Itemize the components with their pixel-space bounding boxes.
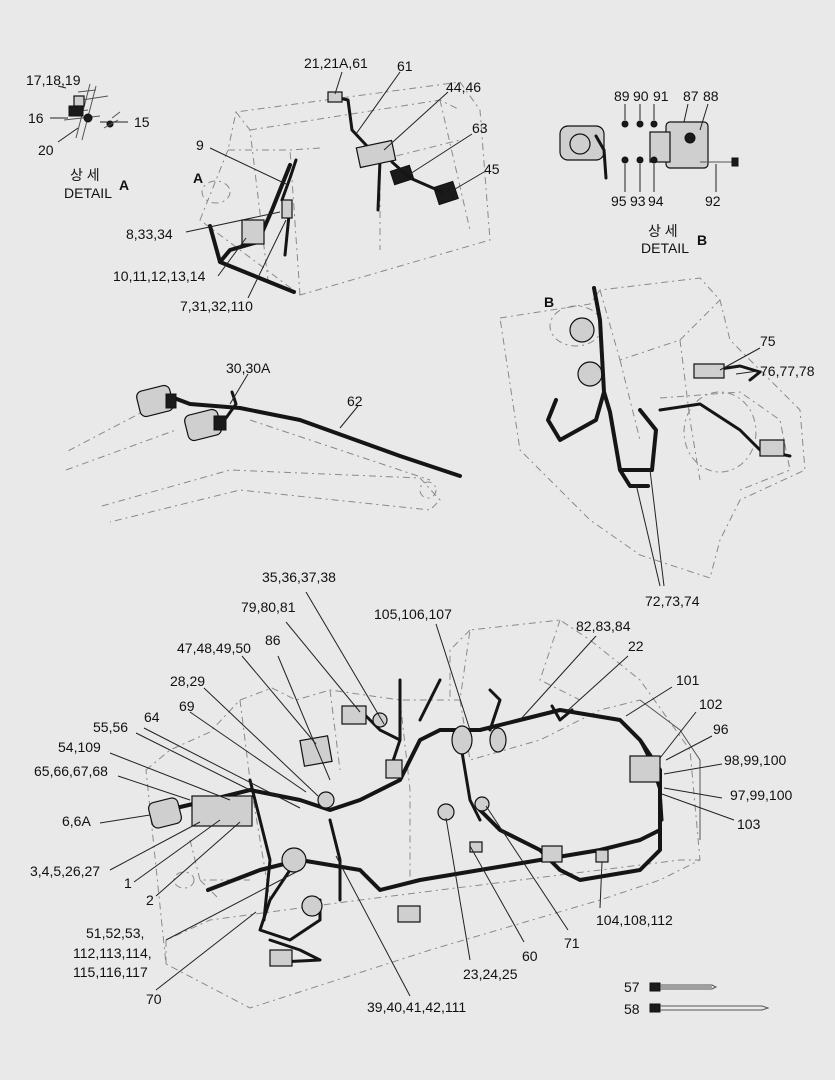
callout-55-56: 55,56 (93, 719, 128, 735)
detail-a-marker: A (193, 170, 203, 186)
callout-6-6a: 6,6A (62, 813, 91, 829)
callout-86: 86 (265, 632, 281, 648)
callout-51-53: 51,52,53, (86, 925, 144, 941)
callout-20: 20 (38, 142, 54, 158)
detail-b-marker: B (544, 294, 554, 310)
callout-21-21a-61: 21,21A,61 (304, 55, 368, 71)
callout-112-114: 112,113,114, (73, 945, 152, 961)
callout-98-100: 98,99,100 (724, 752, 786, 768)
callout-94: 94 (648, 193, 664, 209)
detail-a-letter: A (119, 177, 129, 193)
callout-104-108-112: 104,108,112 (596, 912, 673, 928)
callout-45: 45 (484, 161, 500, 177)
callout-91: 91 (653, 88, 669, 104)
callout-10-14: 10,11,12,13,14 (113, 268, 206, 284)
callout-47-50: 47,48,49,50 (177, 640, 251, 656)
callout-90: 90 (633, 88, 649, 104)
cab-harness (208, 91, 459, 294)
callout-28-29: 28,29 (170, 673, 205, 689)
boom-outline (65, 407, 441, 523)
callout-103: 103 (737, 816, 761, 832)
engine-outline (499, 277, 806, 579)
callout-82-84: 82,83,84 (576, 618, 631, 634)
callout-58: 58 (624, 1001, 640, 1017)
callout-105-107: 105,106,107 (374, 606, 452, 622)
callout-96: 96 (713, 721, 729, 737)
leader-62 (339, 405, 359, 429)
callout-54-109: 54,109 (58, 739, 101, 755)
callout-69: 69 (179, 698, 195, 714)
cab-leader-lines (185, 71, 485, 299)
detail-a-drawing (50, 83, 128, 143)
callout-16: 16 (28, 110, 44, 126)
callout-115-117: 115,116,117 (73, 964, 148, 980)
callout-44-46: 44,46 (446, 79, 481, 95)
detail-b-drawing (559, 103, 739, 192)
callout-22: 22 (628, 638, 644, 654)
callout-61: 61 (397, 58, 413, 74)
callout-89: 89 (614, 88, 630, 104)
callout-9: 9 (196, 137, 204, 153)
cable-tie-57 (649, 982, 718, 992)
engine-leader-lines (635, 347, 761, 587)
callout-60: 60 (522, 948, 538, 964)
callout-79-81: 79,80,81 (241, 599, 296, 615)
callout-95: 95 (611, 193, 627, 209)
main-harness (147, 678, 701, 967)
callout-88: 88 (703, 88, 719, 104)
callout-1: 1 (124, 875, 132, 891)
callout-72-73-74: 72,73,74 (645, 593, 700, 609)
callout-15: 15 (134, 114, 150, 130)
detail-a-korean: 상 세 (70, 167, 100, 183)
detail-b-letter: B (697, 232, 707, 248)
callout-62: 62 (347, 393, 363, 409)
callout-63: 63 (472, 120, 488, 136)
callout-70: 70 (146, 991, 162, 1007)
callout-87: 87 (683, 88, 699, 104)
leader-30 (229, 373, 249, 405)
callout-76-77-78: 76,77,78 (760, 363, 815, 379)
detail-a-label: DETAIL (64, 185, 112, 201)
callout-30-30a: 30,30A (226, 360, 271, 376)
callout-101: 101 (676, 672, 700, 688)
main-leader-lines (99, 591, 735, 997)
detail-a-marker-circle (201, 180, 231, 204)
callout-8-33-34: 8,33,34 (126, 226, 173, 242)
callout-23-25: 23,24,25 (463, 966, 518, 982)
callout-7-31-32-110: 7,31,32,110 (180, 298, 253, 314)
cable-tie-58 (649, 1003, 770, 1013)
callout-102: 102 (699, 696, 723, 712)
callout-71: 71 (564, 935, 580, 951)
callout-57: 57 (624, 979, 640, 995)
callout-93: 93 (630, 193, 646, 209)
detail-b-korean: 상 세 (648, 223, 678, 239)
callout-3-5-26-27: 3,4,5,26,27 (30, 863, 100, 879)
callout-35-38: 35,36,37,38 (262, 569, 336, 585)
callout-65-68: 65,66,67,68 (34, 763, 108, 779)
callout-75: 75 (760, 333, 776, 349)
detail-b-label: DETAIL (641, 240, 689, 256)
callout-97-100: 97,99,100 (730, 787, 792, 803)
engine-harness (546, 286, 792, 488)
callout-39-111: 39,40,41,42,111 (367, 999, 466, 1015)
callout-92: 92 (705, 193, 721, 209)
callout-64: 64 (144, 709, 160, 725)
callout-17-18-19: 17,18,19 (26, 72, 81, 88)
boom-harness (136, 384, 462, 478)
callout-2: 2 (146, 892, 154, 908)
